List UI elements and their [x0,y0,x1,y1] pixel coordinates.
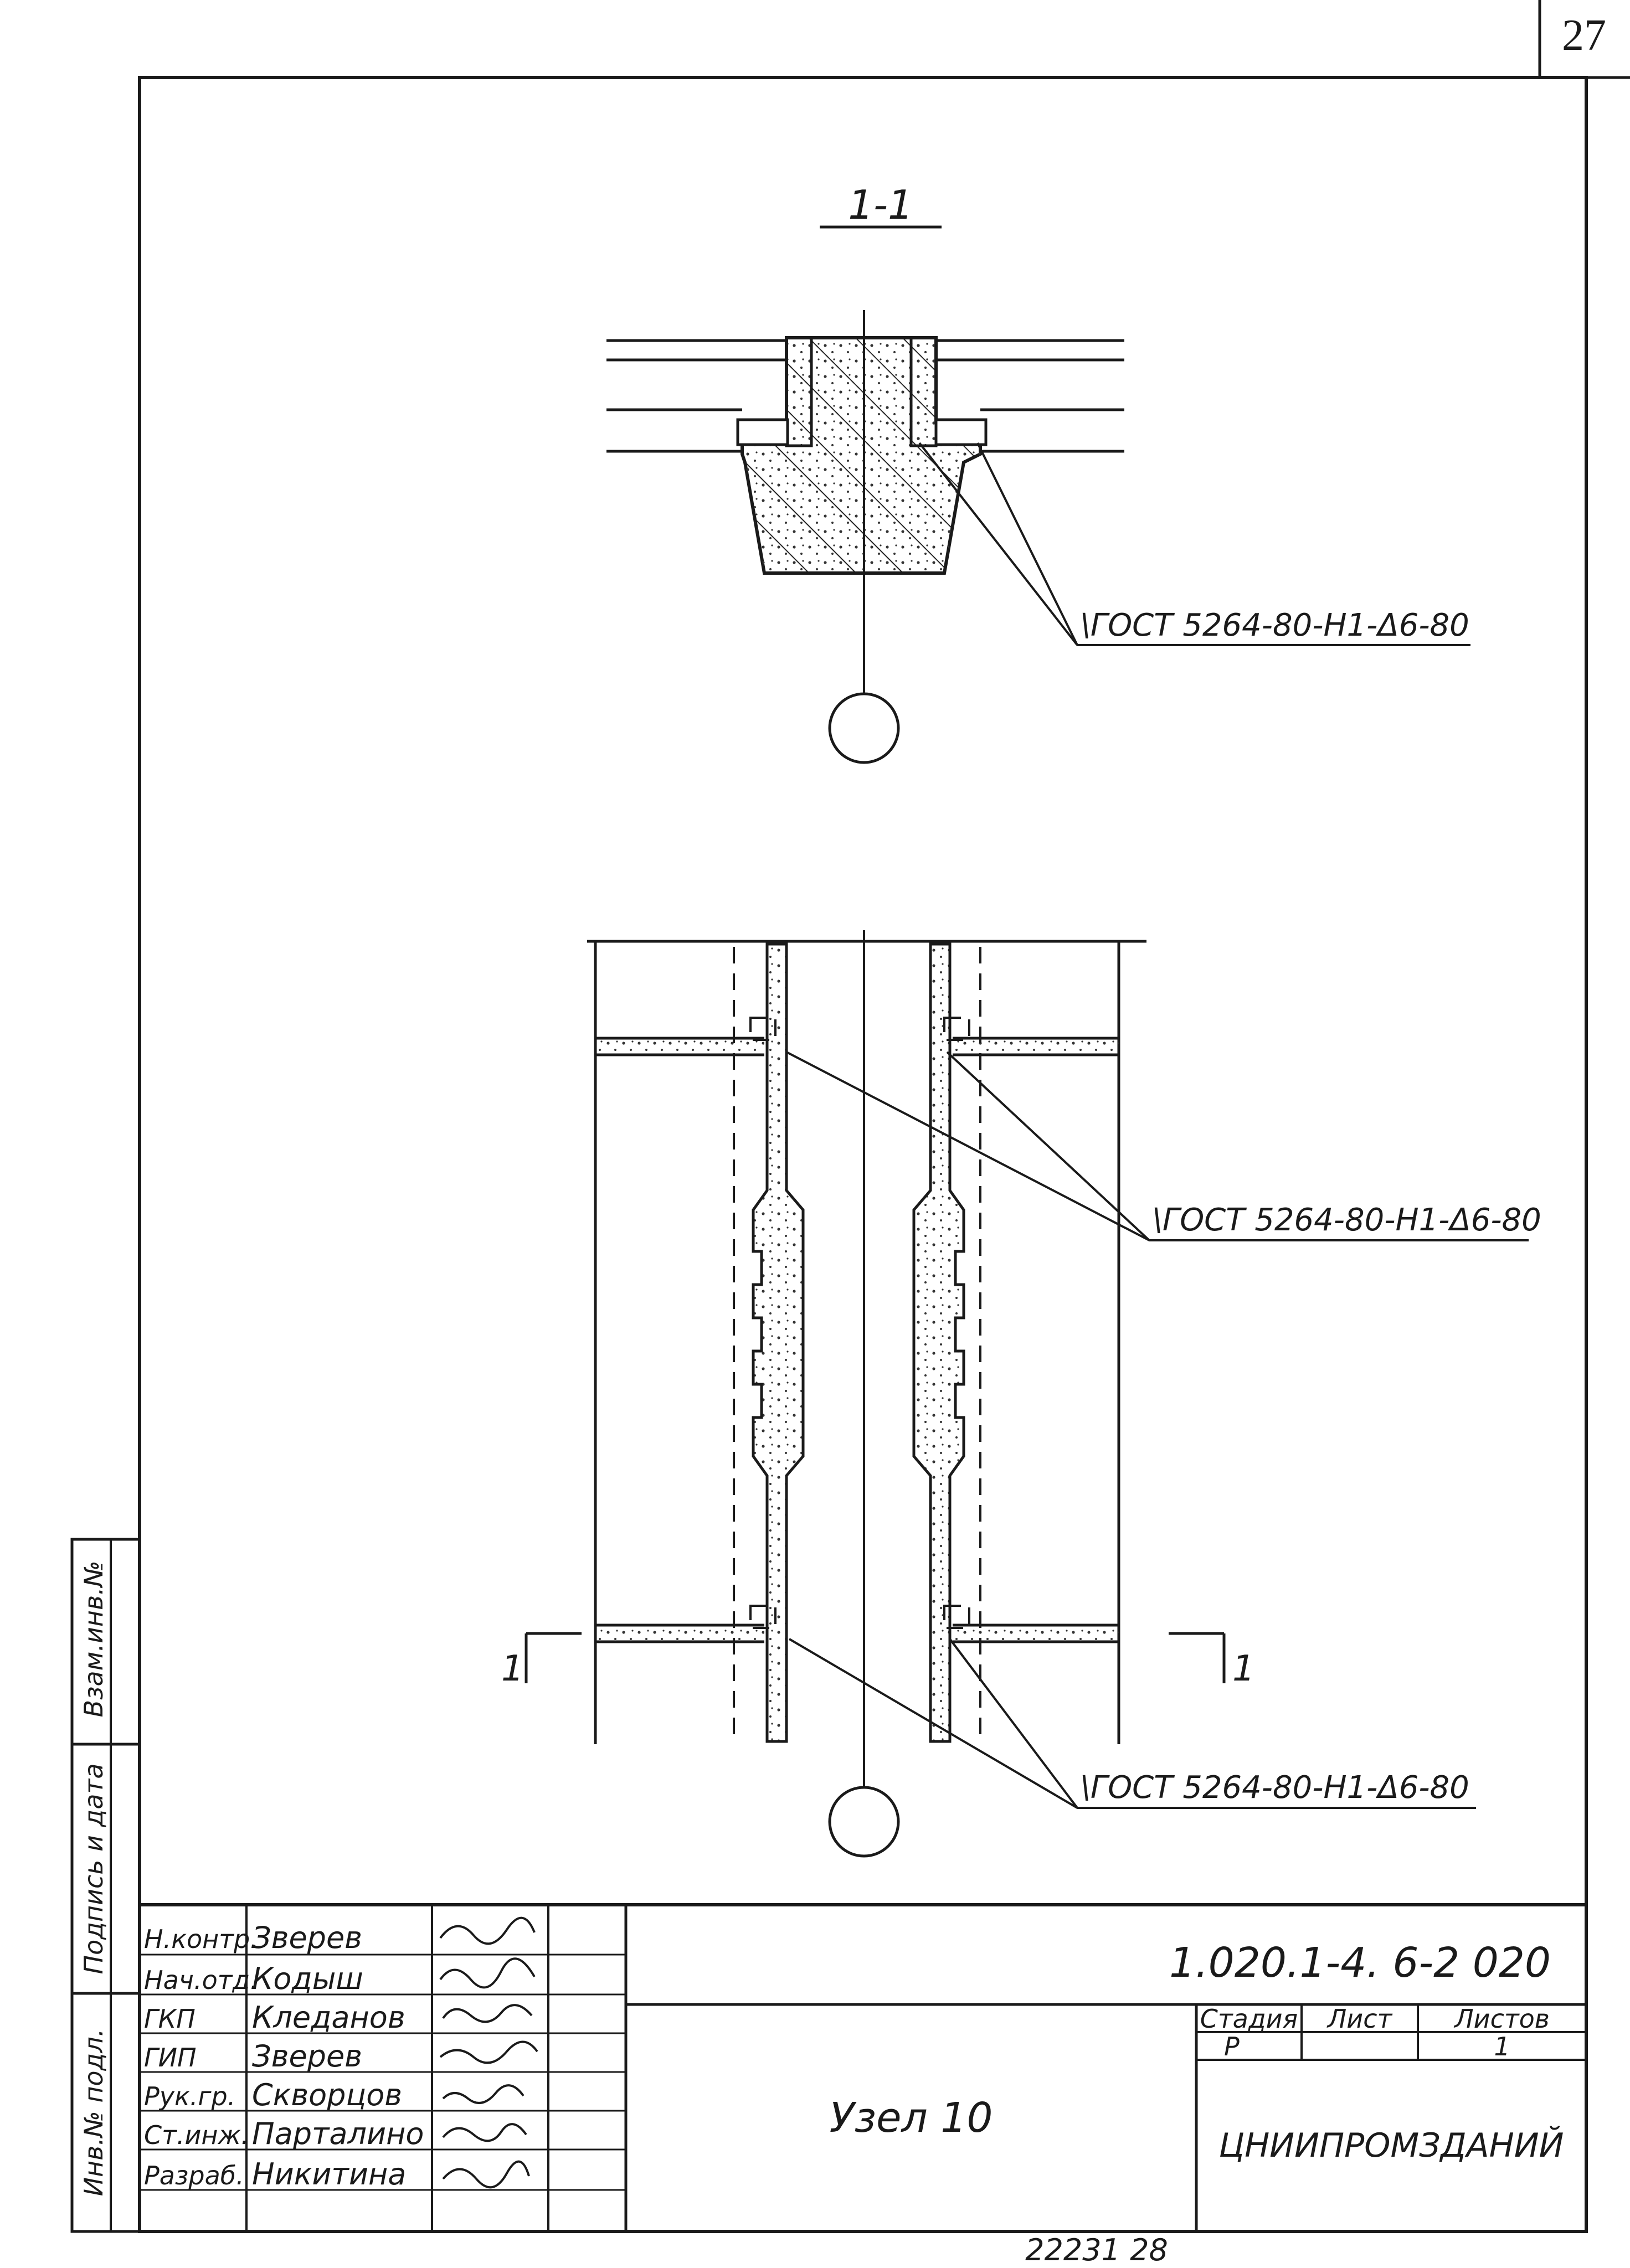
person-name: Никитина [252,2157,406,2192]
role-label: Разраб. [144,2161,244,2190]
plan-view: 1 1 \ГОСТ 5264-80-Н1-Δ6-80 \ГОСТ 5264-80… [501,930,1541,1858]
role-label: ГИП [144,2043,197,2073]
drawing-name: Узел 10 [830,2094,993,2142]
section-title: 1-1 [848,182,913,228]
organization-name: ЦНИИПРОМЗДАНИЙ [1218,2126,1564,2165]
cut-mark-left: 1 [501,1648,524,1689]
person-name: Зверев [252,2039,362,2074]
page-number-box: 27 [1538,0,1630,79]
stamp-original-inventory: Инв.№ подл. [79,2029,109,2197]
stage-header: Стадия [1200,2004,1298,2034]
section-1-1: 1-1 \ГОСТ 5264-80-Н1-Δ6 [606,182,1470,764]
person-name: Зверев [252,1920,362,1955]
role-label: ГКП [144,2004,196,2034]
axis-marker-circle [828,692,900,764]
title-block-text: 1.020.1-4. 6-2 020 Узел 10 ЦНИИПРОМЗДАНИ… [144,1916,1564,2192]
cut-mark-right: 1 [1232,1648,1255,1689]
person-name: Скворцов [252,2078,402,2112]
person-name: Кледанов [252,2000,405,2035]
axis-marker-circle-plan [828,1786,900,1858]
sheet-frame [138,76,1588,2233]
sheets-value: 1 [1494,2032,1510,2061]
stamp-signature-date: Подпись и дата [79,1763,109,1974]
page-number: 27 [1562,11,1606,60]
document-code: 1.020.1-4. 6-2 020 [1169,1939,1551,1987]
weld-label-plan-upper: \ГОСТ 5264-80-Н1-Δ6-80 [1152,1202,1541,1238]
weld-label-section: \ГОСТ 5264-80-Н1-Δ6-80 [1080,607,1469,643]
stamp-replacement-inventory: Взам.инв.№ [79,1560,109,1717]
weld-label-plan-lower: \ГОСТ 5264-80-Н1-Δ6-80 [1080,1770,1469,1806]
person-name: Парталино [252,2116,424,2151]
bottom-number: 22231 28 [1025,2233,1168,2267]
title-block [140,1903,1586,2231]
role-label: Ст.инж. [144,2120,249,2150]
role-label: Нач.отд. [144,1965,258,1995]
signatures [439,1916,538,2189]
sheets-header: Листов [1453,2004,1550,2034]
sheet-header: Лист [1326,2004,1393,2034]
person-name: Кодыш [252,1961,363,1996]
role-label: Рук.гр. [144,2081,235,2111]
role-label: Н.контр. [144,1924,258,1954]
stage-value: Р [1224,2032,1240,2061]
people-rows: Н.контр. Зверев Нач.отд. Кодыш ГКП Кледа… [144,1920,424,2192]
side-stamp: Взам.инв.№ Подпись и дата Инв.№ подл. [70,1538,141,2233]
